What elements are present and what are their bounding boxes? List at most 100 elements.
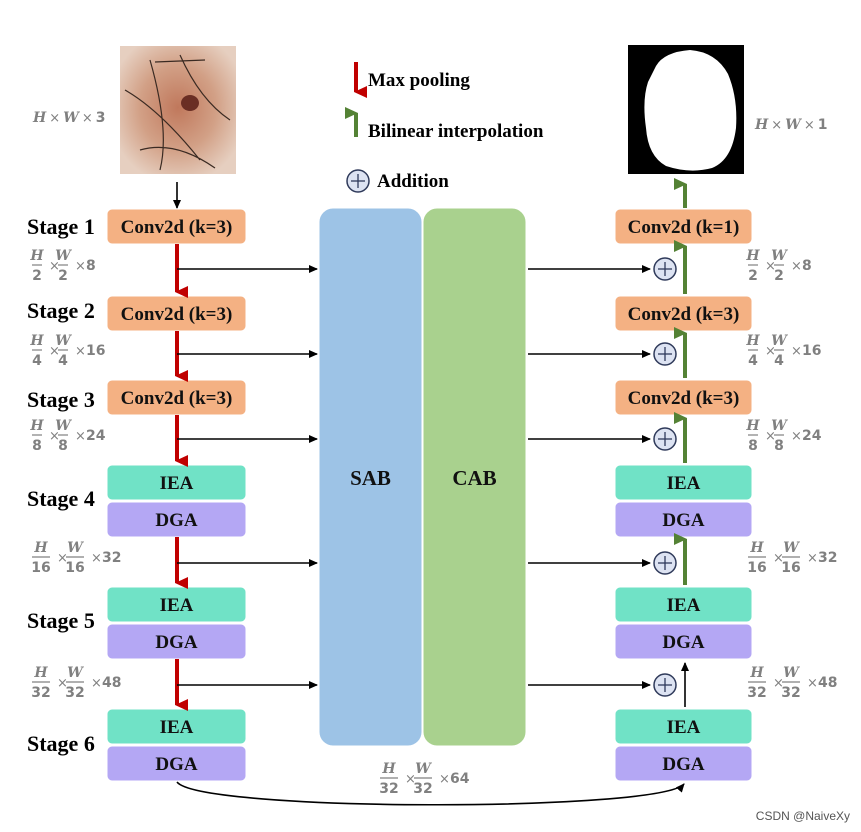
decoder-block-label: Conv2d (k=3): [628, 304, 740, 325]
encoder-block-label: Conv2d (k=3): [121, 388, 233, 409]
decoder-block-label: Conv2d (k=1): [628, 217, 740, 238]
frac-channels: 24: [86, 428, 106, 444]
legend-addition-icon: [346, 169, 370, 193]
frac-h-num: H: [745, 248, 760, 264]
frac-times: ×: [791, 429, 802, 444]
decoder-block-1-conv2d-k-1-: Conv2d (k=1): [614, 208, 753, 245]
frac-w-den: 32: [413, 781, 432, 797]
frac-w-den: 4: [774, 353, 784, 369]
frac-w-den: 2: [58, 268, 68, 284]
bottom-dim: H32×W32×64: [379, 761, 469, 797]
frac-channels: 8: [802, 258, 812, 274]
encoder-block-4-dga: DGA: [106, 501, 247, 538]
decoder-dim-5: H32×W32×48: [747, 665, 837, 701]
frac-times: ×: [75, 429, 86, 444]
frac-times: ×: [773, 676, 784, 691]
frac-h-den: 32: [747, 685, 766, 701]
frac-w-num: W: [55, 333, 72, 349]
addition-icon: [653, 427, 677, 451]
legend-addition-label: Addition: [377, 171, 449, 192]
stage-label-3: Stage 3: [27, 387, 95, 412]
encoder-block-label: DGA: [155, 510, 198, 531]
decoder-block-label: IEA: [667, 595, 701, 616]
frac-channels: 8: [86, 258, 96, 274]
frac-times: ×: [791, 344, 802, 359]
image-dim-text: H×W×1: [754, 117, 828, 133]
frac-h-num: H: [33, 665, 48, 681]
frac-times: ×: [439, 772, 450, 787]
stage-label-2: Stage 2: [27, 298, 95, 323]
frac-channels: 64: [450, 771, 470, 787]
frac-w-den: 16: [65, 560, 84, 576]
encoder-dim-2: H4×W4×16: [29, 333, 105, 369]
decoder-block-label: DGA: [662, 510, 705, 531]
frac-h-den: 8: [748, 438, 758, 454]
frac-h-den: 4: [32, 353, 42, 369]
decoder-dim-1: H2×W2×8: [745, 248, 811, 284]
encoder-block-4-iea: IEA: [106, 464, 247, 501]
encoder: Stage 1 Conv2d (k=3) Stage 2 Conv2d (k=3) St…: [27, 208, 247, 782]
encoder-dim-labels: H2×W2×8H4×W4×16H8×W8×24H16×W16×32H32×W32…: [29, 248, 121, 701]
frac-w-den: 2: [774, 268, 784, 284]
encoder-block-3-conv2d-k-3-: Conv2d (k=3): [106, 379, 247, 416]
encoder-dim-3: H8×W8×24: [29, 418, 105, 454]
decoder-block-label: DGA: [662, 754, 705, 775]
stage-label-1: Stage 1: [27, 214, 95, 239]
encoder-block-label: DGA: [155, 754, 198, 775]
addition-icon: [653, 551, 677, 575]
decoder: Conv2d (k=1) Conv2d (k=3) Conv2d (k=3) IEA D…: [614, 208, 753, 782]
decoder-block-label: DGA: [662, 632, 705, 653]
cab-label: CAB: [452, 466, 496, 490]
frac-channels: 32: [818, 550, 837, 566]
encoder-block-6-dga: DGA: [106, 745, 247, 782]
sab-block: SAB: [318, 207, 423, 747]
encoder-dim-5: H32×W32×48: [31, 665, 121, 701]
output-dim-label: H×W×1: [754, 117, 828, 133]
encoder-dim-4: H16×W16×32: [31, 540, 121, 576]
frac-times: ×: [765, 259, 776, 274]
lesion-spot: [181, 95, 199, 111]
frac-w-num: W: [771, 248, 788, 264]
frac-h-den: 2: [748, 268, 758, 284]
frac-times: ×: [773, 551, 784, 566]
frac-h-num: H: [29, 333, 44, 349]
frac-times: ×: [91, 551, 102, 566]
decoder-block-label: Conv2d (k=3): [628, 388, 740, 409]
decoder-dim-3: H8×W8×24: [745, 418, 821, 454]
decoder-dim-2: H4×W4×16: [745, 333, 821, 369]
cab-block: CAB: [422, 207, 527, 747]
encoder-block-label: IEA: [160, 595, 194, 616]
stage-label-5: Stage 5: [27, 608, 95, 633]
frac-times: ×: [57, 676, 68, 691]
frac-h-den: 16: [747, 560, 766, 576]
frac-channels: 32: [102, 550, 121, 566]
frac-h-den: 2: [32, 268, 42, 284]
addition-icon: [653, 673, 677, 697]
addition-icon: [653, 257, 677, 281]
frac-times: ×: [807, 676, 818, 691]
frac-w-num: W: [55, 418, 72, 434]
sab-label: SAB: [350, 466, 391, 490]
encoder-block-label: IEA: [160, 473, 194, 494]
frac-h-den: 4: [748, 353, 758, 369]
encoder-block-label: IEA: [160, 717, 194, 738]
decoder-dim-labels: H2×W2×8H4×W4×16H8×W8×24H16×W16×32H32×W32…: [745, 248, 837, 701]
decoder-block-6-iea: IEA: [614, 708, 753, 745]
frac-channels: 16: [802, 343, 821, 359]
frac-times: ×: [49, 259, 60, 274]
frac-h-num: H: [749, 540, 764, 556]
frac-channels: 24: [802, 428, 822, 444]
encoder-block-label: DGA: [155, 632, 198, 653]
decoder-block-label: IEA: [667, 473, 701, 494]
frac-w-num: W: [67, 540, 84, 556]
frac-w-den: 32: [781, 685, 800, 701]
frac-w-num: W: [783, 665, 800, 681]
image-dim-text: H×W×3: [32, 110, 106, 126]
encoder-block-2-conv2d-k-3-: Conv2d (k=3): [106, 295, 247, 332]
encoder-dim-1: H2×W2×8: [29, 248, 95, 284]
frac-times: ×: [75, 259, 86, 274]
frac-w-num: W: [771, 333, 788, 349]
decoder-block-4-iea: IEA: [614, 464, 753, 501]
encoder-block-label: Conv2d (k=3): [121, 217, 233, 238]
